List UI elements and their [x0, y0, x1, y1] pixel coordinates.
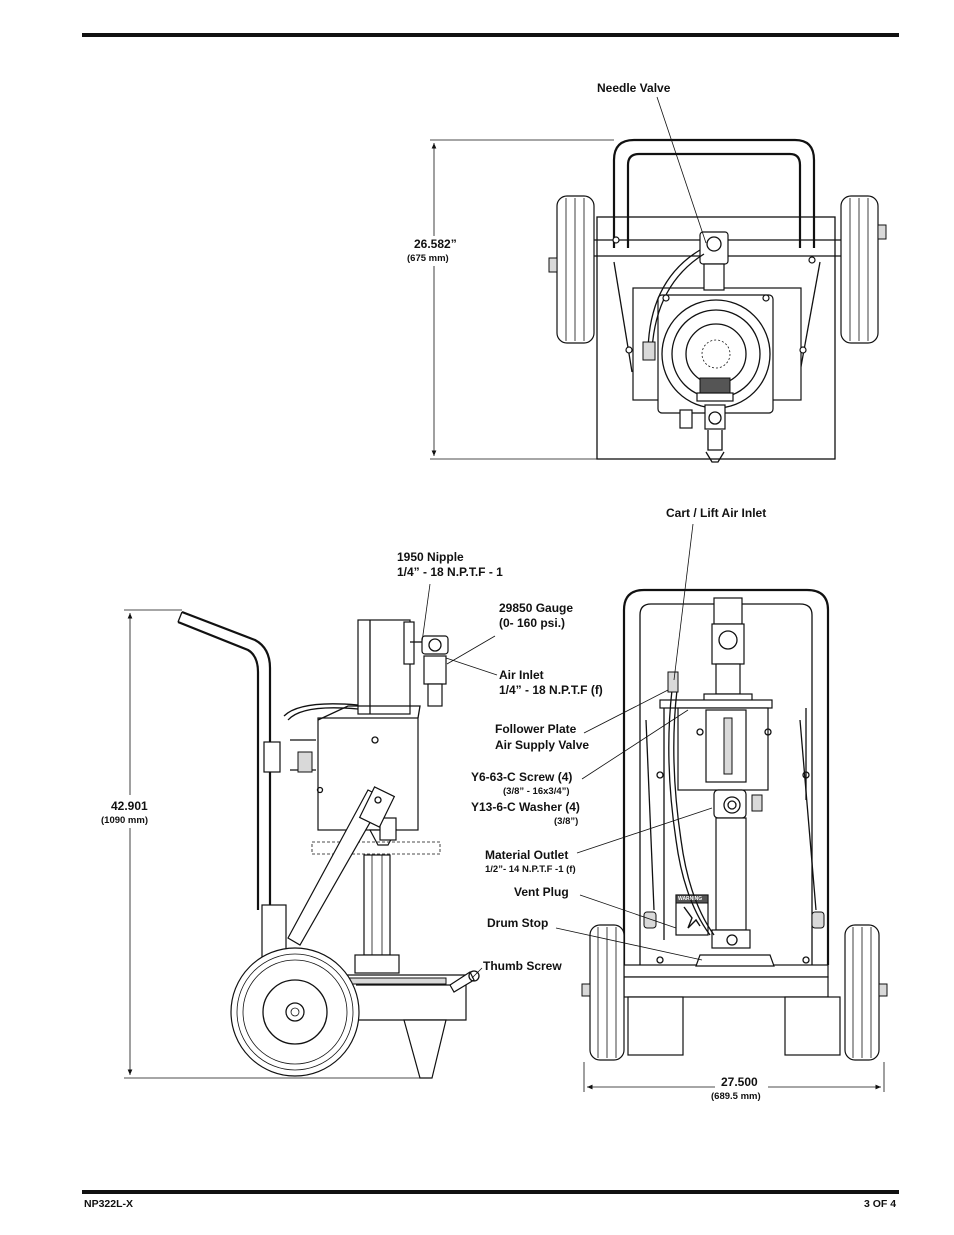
gauge-label-line2: (0- 160 psi.): [499, 616, 566, 630]
width-dimension-mm: (689.5 mm): [711, 1091, 761, 1102]
needle-valve-label: Needle Valve: [597, 81, 671, 95]
cart-lift-air-inlet-label: Cart / Lift Air Inlet: [666, 506, 767, 520]
washer-size-label: (3/8”): [554, 816, 579, 827]
air-inlet-label-line1: Air Inlet: [499, 668, 544, 682]
material-outlet-size-label: 1/2”- 14 N.P.T.F -1 (f): [485, 864, 576, 875]
footer-model: NP322L-X: [84, 1198, 134, 1210]
nipple-label-line1: 1950 Nipple: [397, 550, 464, 564]
front-view-drawing: [555, 523, 888, 1092]
footer-page: 3 OF 4: [864, 1198, 897, 1210]
screw-size-label: (3/8” - 16x3/4”): [503, 786, 570, 797]
screw-label: Y6-63-C Screw (4): [471, 770, 573, 784]
bottom-rule: [82, 1190, 899, 1194]
nipple-label-line2: 1/4” - 18 N.P.T.F - 1: [397, 565, 503, 579]
side-view-drawing: [124, 583, 498, 1079]
side-height-dimension: 42.901: [111, 799, 148, 813]
follower-plate-label-line2: Air Supply Valve: [495, 738, 590, 752]
top-rule: [82, 33, 899, 37]
vent-plug-label: Vent Plug: [514, 885, 569, 899]
thumb-screw-label: Thumb Screw: [483, 959, 562, 973]
follower-plate-label-line1: Follower Plate: [495, 722, 577, 736]
width-dimension: 27.500: [721, 1075, 758, 1089]
side-height-dimension-mm: (1090 mm): [101, 815, 148, 826]
washer-label: Y13-6-C Washer (4): [471, 800, 580, 814]
warning-label-text: WARNING: [678, 896, 703, 902]
gauge-label-line1: 29850 Gauge: [499, 601, 574, 615]
top-height-dimension-mm: (675 mm): [407, 253, 449, 264]
material-outlet-label: Material Outlet: [485, 848, 569, 862]
top-view-drawing: [430, 96, 887, 463]
air-inlet-label-line2: 1/4” - 18 N.P.T.F (f): [499, 683, 603, 697]
top-height-dimension: 26.582”: [414, 237, 457, 251]
drum-stop-label: Drum Stop: [487, 916, 549, 930]
